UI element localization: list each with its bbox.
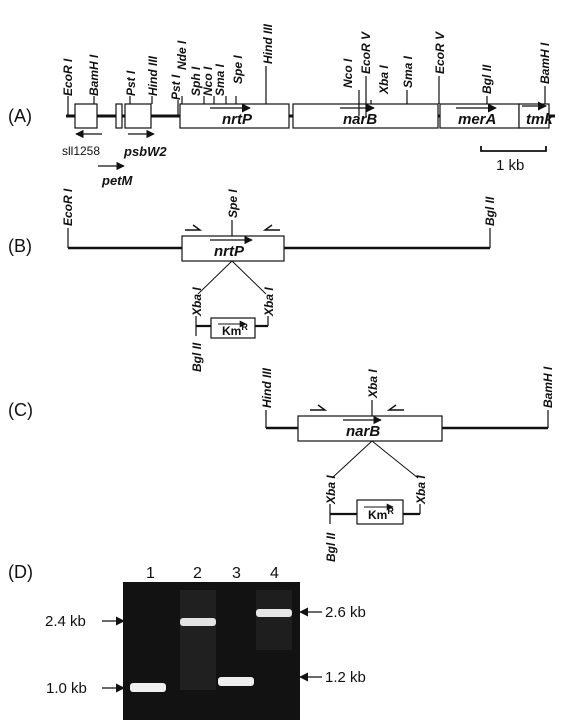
insertion-line-c-right: [371, 440, 419, 479]
marker-label-2-6kb: 2.6 kb: [325, 604, 366, 621]
site-label-b-bgl2-cassette: Bgl II: [190, 342, 204, 372]
site-label-b-xba-left: Xba I: [190, 287, 204, 317]
site-label-pst1b: Pst I: [169, 74, 183, 100]
gel-smear-lane-2: [180, 590, 216, 690]
marker-label-1-0kb: 1.0 kb: [46, 680, 87, 697]
site-label-bamh1b: BamH I: [538, 42, 552, 84]
gene-box-mera: [439, 103, 520, 129]
site-label-bamh1: BamH I: [87, 54, 101, 96]
insertion-line-b-left: [197, 260, 233, 295]
gene-label-mera: merA: [458, 111, 496, 128]
insertion-line-b-right: [231, 260, 267, 295]
site-label-sma1a: Sma I: [213, 63, 227, 96]
site-label-hind3: Hind III: [146, 55, 160, 96]
site-label-bgl2: Bgl II: [480, 64, 494, 94]
primer-c-forward: [310, 404, 328, 411]
restriction-ticks-a: [67, 66, 546, 116]
panel-label-a: (A): [8, 106, 32, 126]
marker-label-2-4kb: 2.4 kb: [45, 613, 86, 630]
lane-label-2: 2: [193, 565, 202, 582]
site-label-c-xba-right: Xba I: [414, 475, 428, 505]
site-label-b-bgl2: Bgl II: [483, 196, 497, 226]
site-label-nco1b: Nco I: [341, 58, 355, 88]
site-label-b-ecor1: EcoR I: [61, 188, 75, 226]
gene-box-petm: [115, 103, 123, 129]
gene-label-sll1258: sll1258: [62, 144, 100, 158]
panel-b: (B) nrtP EcoR I Spe I Bgl II KmR Xba I X…: [8, 188, 497, 372]
site-label-sma1b: Sma I: [401, 55, 415, 88]
gel-band-lane4: [256, 609, 292, 617]
site-label-spe1: Spe I: [231, 55, 245, 84]
scale-label: 1 kb: [496, 157, 524, 174]
lane-label-4: 4: [270, 565, 279, 582]
site-label-c-xba1: Xba I: [366, 369, 380, 399]
site-label-ecor5b: EcoR V: [433, 31, 447, 74]
insertion-line-c-left: [331, 440, 373, 479]
site-label-pst1a: Pst I: [124, 70, 138, 96]
gel-band-lane2: [180, 618, 216, 626]
scale-bar: [480, 146, 547, 152]
site-label-c-hind3: Hind III: [260, 367, 274, 408]
gel-band-lane1: [130, 683, 166, 692]
lane-label-1: 1: [146, 565, 155, 582]
panel-a: (A) nrtP narB merA tmk sll1258 psbW2 pet…: [8, 23, 555, 188]
site-label-c-bgl2-cassette: Bgl II: [324, 532, 338, 562]
site-label-nde1: Nde I: [175, 40, 189, 70]
site-label-sph1: Sph I: [189, 66, 203, 96]
panel-label-c: (C): [8, 400, 33, 420]
panel-label-b: (B): [8, 236, 32, 256]
site-label-xba1: Xba I: [377, 65, 391, 95]
panel-d: (D) 1 2 3 4 2.4 kb 1.0 kb 2.6 kb 1.2 kb: [8, 562, 366, 720]
site-label-hind3b: Hind III: [261, 23, 275, 64]
cassette-box-c: [356, 499, 404, 525]
gene-label-nrtp: nrtP: [222, 111, 253, 128]
site-label-c-xba-left: Xba I: [324, 475, 338, 505]
primer-b-forward: [185, 224, 203, 231]
lane-label-3: 3: [232, 565, 241, 582]
gene-box-sll1258: [74, 103, 98, 129]
marker-label-1-2kb: 1.2 kb: [325, 669, 366, 686]
primer-b-reverse: [262, 224, 280, 231]
gene-label-narb: narB: [343, 111, 377, 128]
site-label-b-spe1: Spe I: [226, 189, 240, 218]
cassette-label-c: KmR: [368, 506, 394, 522]
site-label-nco1a: Nco I: [201, 66, 215, 96]
gene-label-b-nrtp: nrtP: [214, 243, 245, 260]
cassette-label-b: KmR: [222, 322, 248, 338]
site-label-c-bamh1: BamH I: [541, 366, 555, 408]
site-label-ecor5a: EcoR V: [359, 31, 373, 74]
site-label-ecor1: EcoR I: [61, 58, 75, 96]
panel-label-d: (D): [8, 562, 33, 582]
gene-box-psbw2: [124, 103, 152, 129]
gene-label-tmk: tmk: [526, 111, 553, 128]
site-label-b-xba-right: Xba I: [262, 287, 276, 317]
gene-label-petm: petM: [101, 173, 134, 188]
primer-c-reverse: [386, 404, 404, 411]
gene-label-c-narb: narB: [346, 423, 380, 440]
panel-c: (C) narB Hind III Xba I BamH I KmR Xba I…: [8, 366, 555, 562]
gel-smear-lane-4: [256, 590, 292, 650]
gel-band-lane3: [218, 677, 254, 686]
gene-label-psbw2: psbW2: [123, 144, 167, 159]
